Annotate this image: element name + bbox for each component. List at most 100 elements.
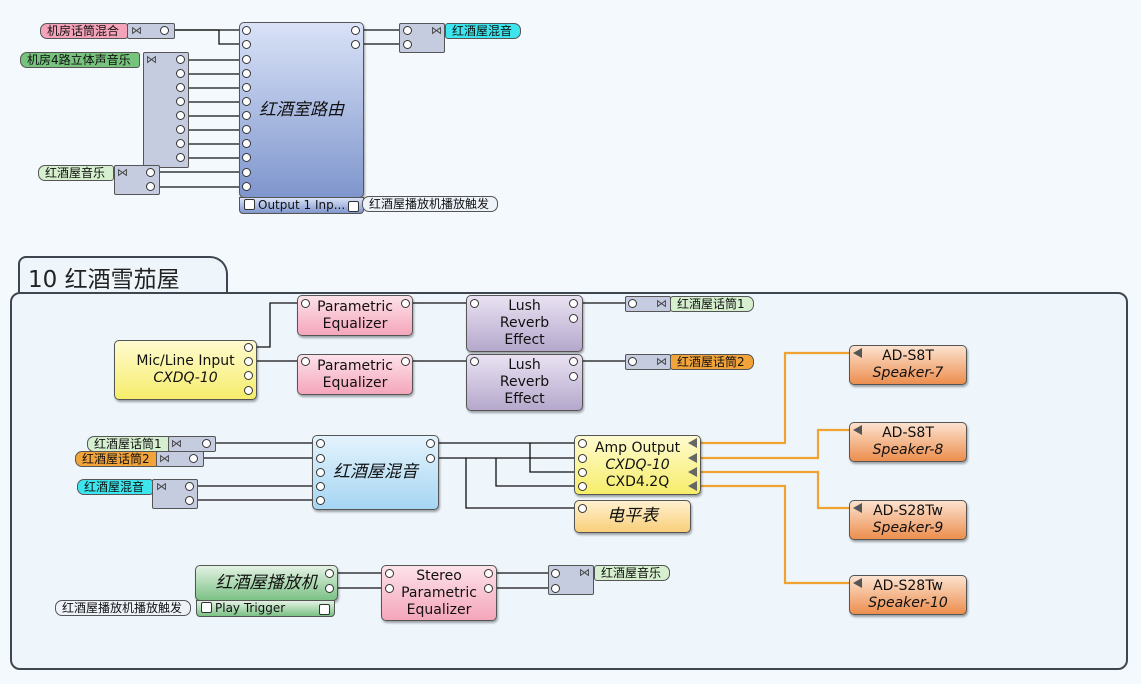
input-pin[interactable] — [242, 40, 251, 49]
output-pin[interactable] — [244, 343, 253, 352]
mic-line-input-block[interactable]: Mic/Line Input CXDQ-10 — [114, 340, 257, 400]
stereo-peq-block[interactable]: Stereo Parametric Equalizer — [381, 565, 497, 621]
speaker-output-pin[interactable] — [688, 438, 697, 448]
input-pin[interactable] — [316, 454, 325, 463]
input-pin[interactable] — [242, 69, 251, 78]
output-pin[interactable] — [484, 584, 493, 593]
trigger-pin[interactable] — [319, 604, 330, 615]
speaker-output-pin[interactable] — [688, 467, 697, 477]
output-pin[interactable] — [176, 111, 185, 120]
output-pin[interactable] — [244, 357, 253, 366]
input-pin[interactable] — [403, 26, 412, 35]
input-pin[interactable] — [578, 454, 587, 463]
output-pin[interactable] — [146, 168, 155, 177]
output-pin[interactable] — [401, 299, 410, 308]
speaker-block-7[interactable]: AD-S8T Speaker-7 — [849, 345, 967, 385]
input-pin[interactable] — [301, 299, 310, 308]
output-pin[interactable] — [426, 454, 435, 463]
output-pin[interactable] — [244, 386, 253, 395]
speaker-input-pin[interactable] — [853, 578, 862, 588]
output-pin[interactable] — [189, 454, 198, 463]
input-pin[interactable] — [470, 357, 479, 366]
output-pin[interactable] — [325, 569, 334, 578]
input-pin[interactable] — [242, 125, 251, 134]
output-pin[interactable] — [325, 584, 334, 593]
output-pin[interactable] — [176, 55, 185, 64]
input-pin[interactable] — [628, 299, 637, 308]
input-pin[interactable] — [242, 83, 251, 92]
input-pin[interactable] — [242, 26, 251, 35]
output-tag-mic1[interactable]: 红酒屋话筒1 — [670, 296, 754, 312]
output-pin[interactable] — [146, 182, 155, 191]
input-pin[interactable] — [385, 584, 394, 593]
input-tag-mix[interactable]: 红酒屋混音 — [77, 479, 154, 495]
output-pin[interactable] — [176, 125, 185, 134]
reverb-block-1[interactable]: Lush Reverb Effect — [466, 295, 583, 352]
input-pin[interactable] — [301, 357, 310, 366]
input-pin[interactable] — [385, 569, 394, 578]
parametric-eq-block-1[interactable]: Parametric Equalizer — [297, 295, 413, 336]
trigger-pin[interactable] — [244, 199, 255, 210]
player-block[interactable]: 红酒屋播放机 — [195, 565, 338, 601]
mixer-block[interactable]: 红酒屋混音 — [312, 435, 439, 510]
speaker-output-pin[interactable] — [688, 481, 697, 491]
input-pin[interactable] — [551, 584, 560, 593]
output-pin[interactable] — [160, 26, 169, 35]
output-pin[interactable] — [244, 371, 253, 380]
output-pin[interactable] — [426, 439, 435, 448]
trigger-pin[interactable] — [201, 602, 212, 613]
input-pin[interactable] — [242, 182, 251, 191]
input-pin[interactable] — [242, 111, 251, 120]
input-pin[interactable] — [403, 40, 412, 49]
output-pin[interactable] — [185, 496, 194, 505]
parametric-eq-block-2[interactable]: Parametric Equalizer — [297, 354, 413, 395]
speaker-block-8[interactable]: AD-S8T Speaker-8 — [849, 422, 967, 462]
router-block[interactable]: 红酒室路由 — [239, 22, 364, 198]
input-pin[interactable] — [316, 468, 325, 477]
input-pin[interactable] — [551, 569, 560, 578]
input-pin[interactable] — [470, 299, 479, 308]
output-pin[interactable] — [484, 569, 493, 578]
speaker-block-9[interactable]: AD-S28Tw Speaker-9 — [849, 500, 967, 540]
input-pin[interactable] — [316, 496, 325, 505]
footer-tag-player-trigger[interactable]: 红酒屋播放机播放触发 — [362, 196, 499, 212]
input-tag-mic2[interactable]: 红酒屋话筒2 — [75, 451, 159, 467]
output-pin[interactable] — [176, 83, 185, 92]
output-pin[interactable] — [351, 26, 360, 35]
output-pin[interactable] — [176, 139, 185, 148]
speaker-block-10[interactable]: AD-S28Tw Speaker-10 — [849, 575, 967, 615]
input-tag-stereo-music[interactable]: 机房4路立体声音乐 — [20, 52, 140, 68]
speaker-input-pin[interactable] — [853, 503, 862, 513]
speaker-output-pin[interactable] — [688, 453, 697, 463]
input-pin[interactable] — [242, 55, 251, 64]
amp-output-block[interactable]: Amp Output CXDQ-10 CXD4.2Q — [574, 435, 701, 495]
level-meter-block[interactable]: 电平表 — [574, 500, 691, 533]
input-tag-music[interactable]: 红酒屋音乐 — [38, 165, 115, 181]
speaker-input-pin[interactable] — [853, 348, 862, 358]
output-pin[interactable] — [401, 357, 410, 366]
speaker-input-pin[interactable] — [853, 425, 862, 435]
output-pin[interactable] — [176, 97, 185, 106]
output-pin[interactable] — [351, 40, 360, 49]
input-pin[interactable] — [578, 468, 587, 477]
reverb-block-2[interactable]: Lush Reverb Effect — [466, 354, 583, 411]
input-pin[interactable] — [316, 482, 325, 491]
output-pin[interactable] — [569, 314, 578, 323]
output-pin[interactable] — [176, 153, 185, 162]
output-pin[interactable] — [569, 357, 578, 366]
output-tag-mic2[interactable]: 红酒屋话筒2 — [670, 354, 754, 370]
input-pin[interactable] — [242, 168, 251, 177]
trigger-pin[interactable] — [348, 201, 359, 212]
input-pin[interactable] — [242, 153, 251, 162]
output-pin[interactable] — [176, 69, 185, 78]
input-pin[interactable] — [316, 439, 325, 448]
output-pin[interactable] — [569, 299, 578, 308]
input-pin[interactable] — [578, 482, 587, 491]
input-tag-mic-mix[interactable]: 机房话筒混合 — [40, 23, 129, 39]
player-trigger-tag[interactable]: 红酒屋播放机播放触发 — [55, 600, 192, 616]
output-pin[interactable] — [569, 372, 578, 381]
output-tag-mix[interactable]: 红酒屋混音 — [445, 23, 522, 39]
output-tag-music[interactable]: 红酒屋音乐 — [594, 565, 671, 581]
input-pin[interactable] — [628, 357, 637, 366]
output-pin[interactable] — [202, 439, 211, 448]
